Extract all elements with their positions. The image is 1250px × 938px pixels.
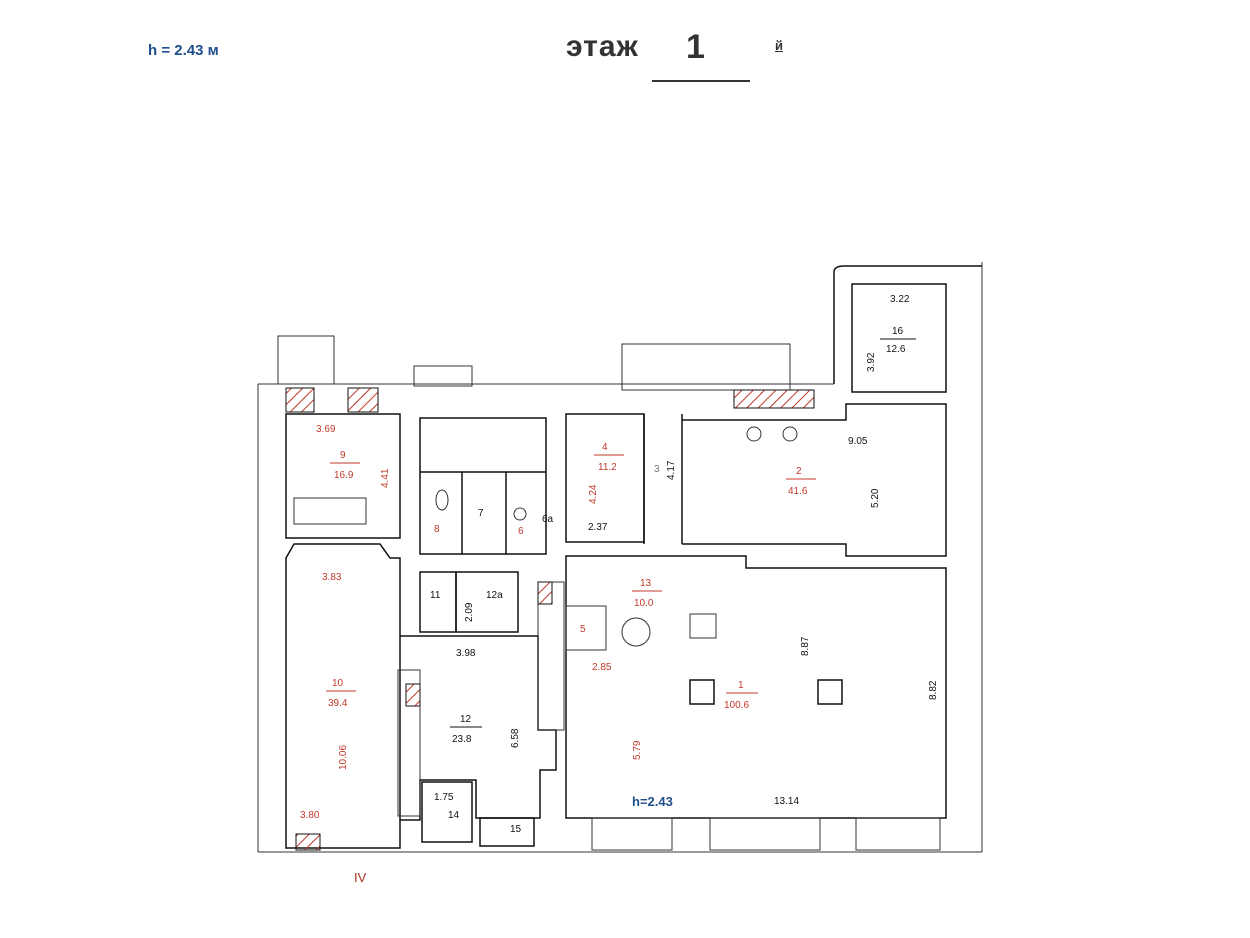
room-9-outline bbox=[285, 413, 401, 539]
stair-top bbox=[621, 343, 791, 391]
room16-area: 12.6 bbox=[886, 344, 906, 355]
room4-h: 4.24 bbox=[588, 484, 599, 504]
plan-labels: 3.22 16 12.6 3.92 3.69 9 16.9 4.41 8 7 6… bbox=[300, 294, 939, 885]
column-1a bbox=[689, 679, 715, 705]
room1-w: 13.14 bbox=[774, 796, 799, 807]
wall-corner-top-right bbox=[833, 265, 982, 384]
shaft-top-left bbox=[277, 335, 335, 385]
room5-w: 2.85 bbox=[592, 662, 612, 673]
section-mark: IV bbox=[354, 870, 367, 885]
fixture-2a bbox=[746, 426, 762, 442]
room14-w: 1.75 bbox=[434, 792, 454, 803]
room-14-outline bbox=[421, 781, 473, 843]
hatch-e bbox=[405, 683, 421, 707]
room-11-outline bbox=[419, 571, 457, 633]
room16-num: 16 bbox=[892, 326, 904, 337]
room12-w: 3.98 bbox=[456, 648, 476, 659]
room6-num: 6 bbox=[518, 526, 524, 537]
room13-num: 13 bbox=[640, 578, 652, 589]
room4-w: 2.37 bbox=[588, 522, 608, 533]
room-15-outline bbox=[479, 817, 535, 847]
shaft-top-mid bbox=[413, 365, 473, 387]
room12-num: 12 bbox=[460, 714, 472, 725]
room12a-num: 12а bbox=[486, 590, 503, 601]
window-1 bbox=[591, 817, 673, 851]
room16-w: 3.22 bbox=[890, 294, 910, 305]
plan-walls bbox=[257, 262, 983, 853]
room7-num: 7 bbox=[478, 508, 484, 519]
floor-word: этаж bbox=[566, 30, 639, 63]
room2-area: 41.6 bbox=[788, 486, 808, 497]
plan-height: h=2.43 bbox=[632, 794, 673, 809]
room12-h: 6.58 bbox=[510, 728, 521, 748]
room10-w2: 3.80 bbox=[300, 810, 320, 821]
stairs-9 bbox=[293, 497, 367, 525]
room11-h: 2.09 bbox=[464, 602, 475, 622]
room4-area: 11.2 bbox=[598, 462, 617, 473]
room4-num: 4 bbox=[602, 442, 608, 453]
room1-h3: 5.79 bbox=[632, 740, 643, 760]
room8-num: 8 bbox=[434, 524, 440, 535]
room11-num: 11 bbox=[430, 590, 441, 601]
ceiling-height-note: h = 2.43 м bbox=[148, 42, 219, 59]
box-13 bbox=[689, 613, 717, 639]
room-7-8-outline bbox=[419, 417, 547, 555]
room10-w: 3.83 bbox=[322, 572, 342, 583]
room-5-outline bbox=[565, 605, 607, 651]
toilet-6 bbox=[513, 507, 527, 521]
column-1b bbox=[817, 679, 843, 705]
hatch-b bbox=[347, 387, 379, 413]
room10-area: 39.4 bbox=[328, 698, 348, 709]
hatch-f bbox=[295, 833, 321, 851]
toilet-8 bbox=[435, 489, 449, 511]
floor-suffix: й bbox=[775, 38, 783, 53]
room1-h: 8.87 bbox=[800, 636, 811, 656]
room10-h: 10.06 bbox=[338, 745, 349, 770]
room14-num: 14 bbox=[448, 810, 460, 821]
room-12a-outline bbox=[455, 571, 519, 633]
room-10-outline bbox=[285, 543, 401, 849]
hatch-a bbox=[285, 387, 315, 413]
fixture-2b bbox=[782, 426, 798, 442]
hatched-walls bbox=[285, 387, 815, 851]
floor-underline bbox=[652, 80, 750, 82]
room3-h: 4.17 bbox=[666, 460, 677, 480]
column-12 bbox=[397, 669, 421, 817]
room16-h: 3.92 bbox=[866, 352, 877, 372]
room12-area: 23.8 bbox=[452, 734, 472, 745]
room-12-outline bbox=[400, 635, 557, 821]
hatch-d bbox=[537, 581, 553, 605]
room2-w: 9.05 bbox=[848, 436, 868, 447]
window-3 bbox=[855, 817, 941, 851]
room9-w: 3.69 bbox=[316, 424, 336, 435]
floor-number: 1 bbox=[686, 28, 705, 66]
room5-num: 5 bbox=[580, 624, 586, 635]
room3-num: 3 bbox=[654, 464, 660, 475]
room-2-outline bbox=[682, 403, 947, 557]
room2-num: 2 bbox=[796, 466, 802, 477]
room6a-num: 6а bbox=[542, 514, 554, 525]
room1-area: 100.6 bbox=[724, 700, 749, 711]
room-16-outline bbox=[851, 283, 947, 393]
room2-h: 5.20 bbox=[870, 488, 881, 508]
room15-num: 15 bbox=[510, 824, 522, 835]
room9-area: 16.9 bbox=[334, 470, 354, 481]
room-1-outline bbox=[565, 555, 947, 819]
hatch-c bbox=[733, 389, 815, 409]
room13-area: 10.0 bbox=[634, 598, 654, 609]
room10-num: 10 bbox=[332, 678, 344, 689]
room1-h2: 8.82 bbox=[928, 680, 939, 700]
room1-num: 1 bbox=[738, 680, 744, 691]
room9-num: 9 bbox=[340, 450, 346, 461]
room9-h: 4.41 bbox=[380, 468, 391, 488]
window-2 bbox=[709, 817, 821, 851]
spiral-stair bbox=[621, 617, 651, 647]
